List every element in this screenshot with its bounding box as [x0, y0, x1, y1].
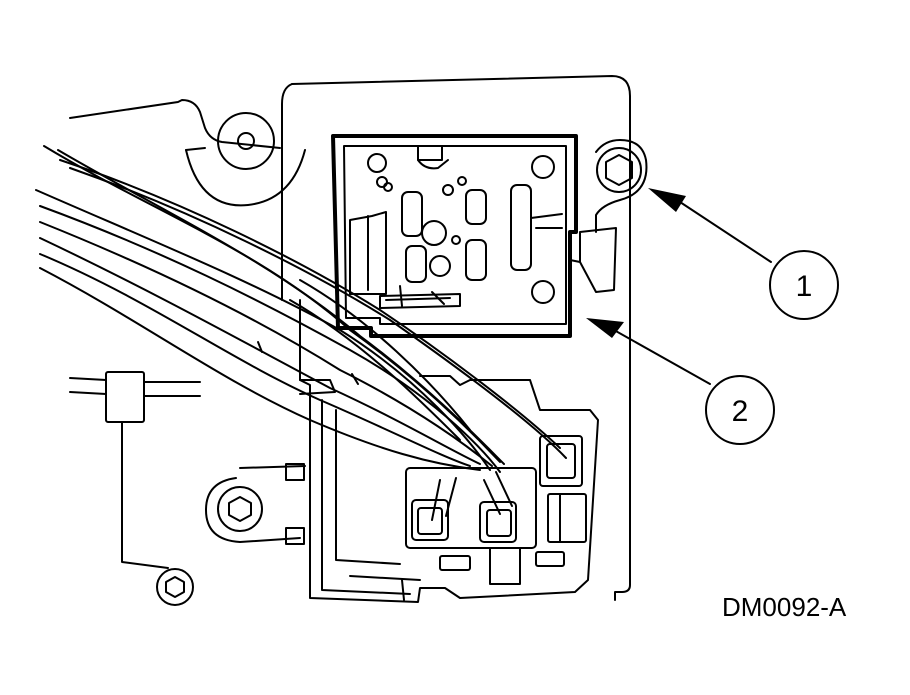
mounting-tab: [185, 149, 306, 207]
wiring-harness: [35, 145, 567, 521]
callout-circle-2: [705, 375, 775, 445]
electrical-connector: [299, 299, 599, 603]
leader-line-2: [613, 329, 711, 385]
arrowhead-1: [648, 188, 686, 212]
plate-left-edge: [281, 83, 293, 301]
mounting-hole: [217, 112, 275, 170]
callout-circle-1: [769, 250, 839, 320]
mounting-plate: [291, 75, 631, 601]
figure-id: DM0092-A: [722, 592, 847, 622]
callout-label-1: 1: [796, 270, 813, 303]
resistor-screw: [569, 139, 648, 293]
callout-label-2: 2: [732, 395, 749, 428]
ground-wire: [69, 371, 201, 606]
blower-motor-resistor: [331, 134, 578, 338]
lower-bracket: [205, 463, 306, 545]
leader-line-1: [679, 201, 772, 263]
arrowhead-2: [586, 318, 624, 338]
upper-bracket: [69, 99, 281, 149]
